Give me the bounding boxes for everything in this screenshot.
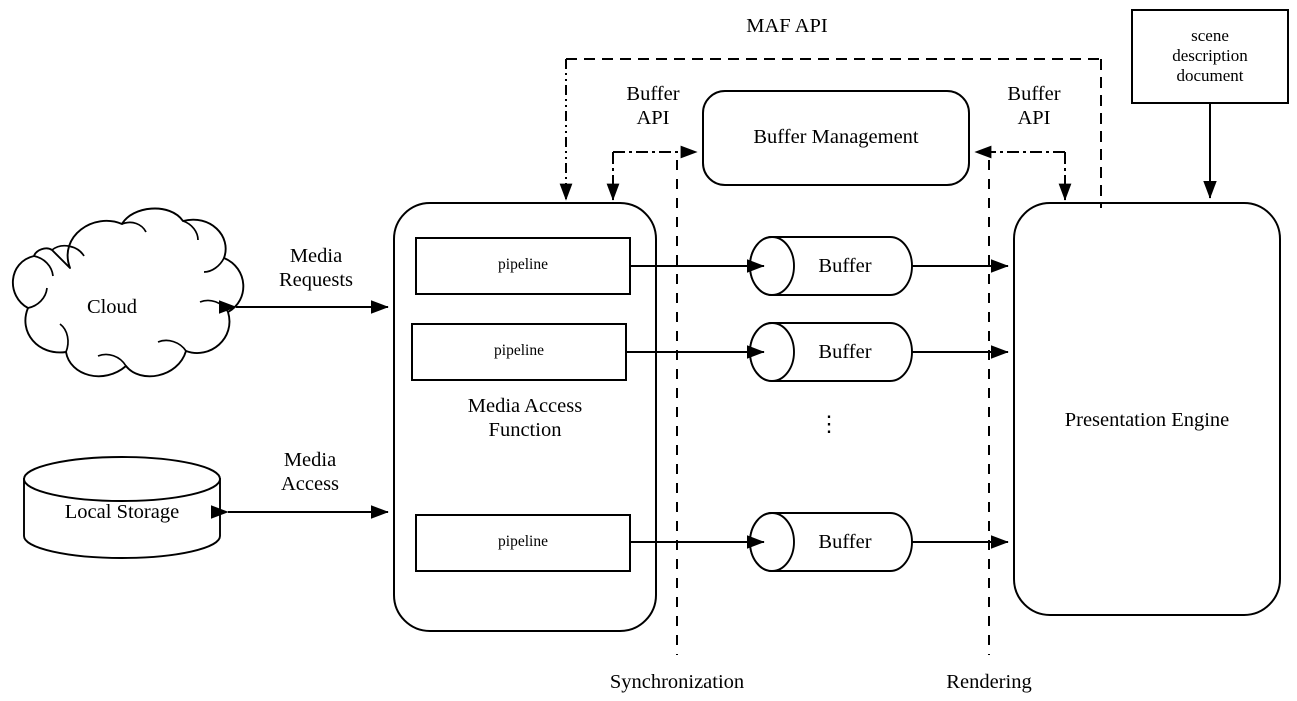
- edge-maf-api: [566, 58, 1102, 208]
- scene-description-document-shape: [1131, 9, 1289, 104]
- local-storage-shape: [23, 456, 221, 559]
- buffer-shape-1: [749, 236, 913, 296]
- presentation-engine-shape: [1013, 202, 1281, 616]
- edge-buffer-api-left: [606, 145, 698, 201]
- cloud-shape: [12, 207, 245, 378]
- pipeline-box-2: [411, 323, 627, 381]
- edge-buffer-api-right: [974, 145, 1072, 201]
- pipeline-box-1: [415, 237, 631, 295]
- buffer-management-shape: [702, 90, 970, 186]
- buffer-shape-3: [749, 512, 913, 572]
- pipeline-box-3: [415, 514, 631, 572]
- buffer-shape-2: [749, 322, 913, 382]
